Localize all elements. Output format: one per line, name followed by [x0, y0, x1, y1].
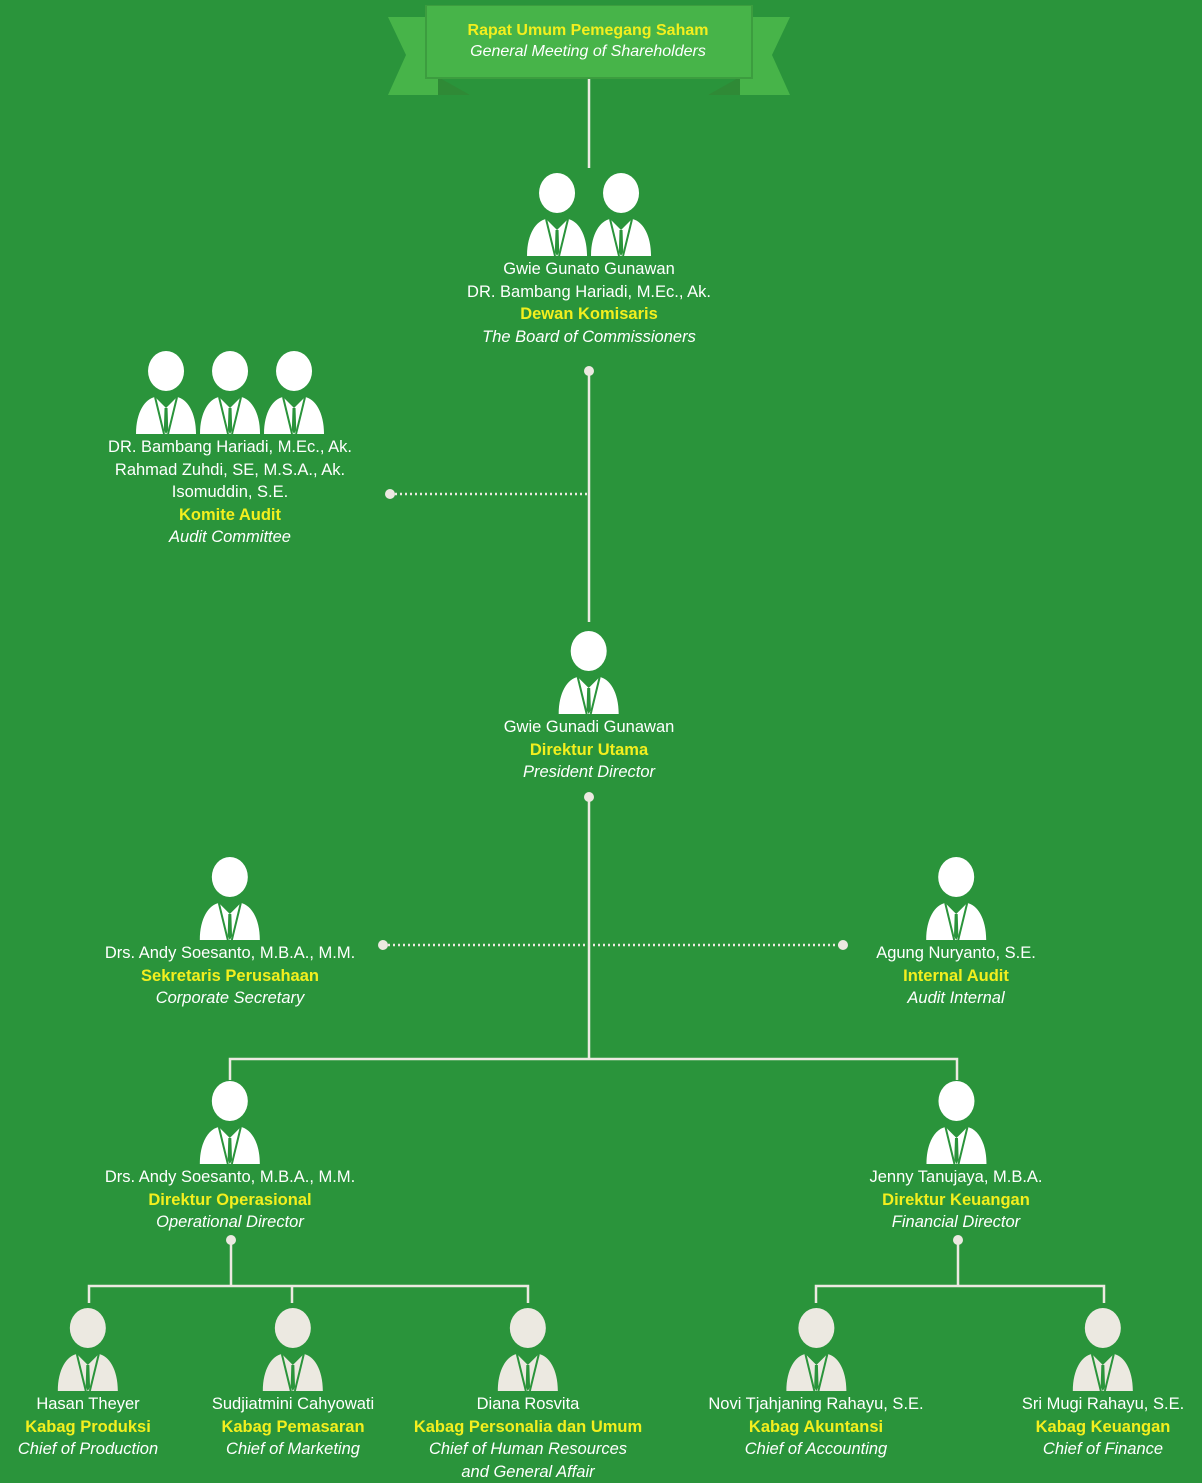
financial-director-name: Jenny Tanujaya, M.B.A.: [869, 1166, 1042, 1189]
internal-audit-name: Agung Nuryanto, S.E.: [876, 942, 1036, 965]
operational-director-title: Direktur Operasional: [105, 1189, 355, 1212]
person-icon: [263, 350, 325, 434]
audit-committee-node: DR. Bambang Hariadi, M.Ec., Ak. Rahmad Z…: [108, 350, 352, 549]
connector-ops-branch: [89, 1286, 528, 1303]
internal-audit-title: Internal Audit: [876, 965, 1036, 988]
chief-production-title-en: Chief of Production: [18, 1438, 158, 1461]
internal-audit-node: Agung Nuryanto, S.E. Internal Audit Audi…: [876, 856, 1036, 1010]
person-icon: [57, 1307, 119, 1391]
person-icon: [590, 172, 652, 256]
president-director-name: Gwie Gunadi Gunawan: [504, 716, 675, 739]
rups-subtitle: General Meeting of Shareholders: [428, 41, 748, 62]
connector-dot: [838, 940, 848, 950]
audit-committee-title-en: Audit Committee: [108, 526, 352, 549]
audit-committee-member: Rahmad Zuhdi, SE, M.S.A., Ak.: [108, 459, 352, 482]
person-icon: [199, 1080, 261, 1164]
chief-accounting-name: Novi Tjahjaning Rahayu, S.E.: [708, 1393, 923, 1416]
chief-production-node: Hasan Theyer Kabag Produksi Chief of Pro…: [18, 1307, 158, 1461]
commissioner-name: DR. Bambang Hariadi, M.Ec., Ak.: [467, 281, 711, 304]
person-icon: [199, 350, 261, 434]
audit-committee-member: Isomuddin, S.E.: [108, 481, 352, 504]
president-director-node: Gwie Gunadi Gunawan Direktur Utama Presi…: [504, 630, 675, 784]
operational-director-name: Drs. Andy Soesanto, M.B.A., M.M.: [105, 1166, 355, 1189]
chief-hr-title-en-line2: and General Affair: [414, 1461, 642, 1483]
operational-director-title-en: Operational Director: [105, 1211, 355, 1234]
president-director-title-en: President Director: [504, 761, 675, 784]
chief-hr-title-en: Chief of Human Resources: [414, 1438, 642, 1461]
chief-finance-title: Kabag Keuangan: [1022, 1416, 1184, 1439]
chief-finance-node: Sri Mugi Rahayu, S.E. Kabag Keuangan Chi…: [1022, 1307, 1184, 1461]
corporate-secretary-name: Drs. Andy Soesanto, M.B.A., M.M.: [105, 942, 355, 965]
person-icon: [135, 350, 197, 434]
chief-hr-name: Diana Rosvita: [414, 1393, 642, 1416]
person-icon: [785, 1307, 847, 1391]
person-icon: [497, 1307, 559, 1391]
person-icon: [1072, 1307, 1134, 1391]
commissioner-name: Gwie Gunato Gunawan: [467, 258, 711, 281]
person-icon: [925, 1080, 987, 1164]
commissioners-title: Dewan Komisaris: [467, 303, 711, 326]
chief-marketing-node: Sudjiatmini Cahyowati Kabag Pemasaran Ch…: [212, 1307, 374, 1461]
operational-director-node: Drs. Andy Soesanto, M.B.A., M.M. Direktu…: [105, 1080, 355, 1234]
audit-committee-member: DR. Bambang Hariadi, M.Ec., Ak.: [108, 436, 352, 459]
chief-marketing-title-en: Chief of Marketing: [212, 1438, 374, 1461]
connector-dot: [378, 940, 388, 950]
chief-finance-title-en: Chief of Finance: [1022, 1438, 1184, 1461]
person-icon: [262, 1307, 324, 1391]
chief-marketing-name: Sudjiatmini Cahyowati: [212, 1393, 374, 1416]
person-icon: [558, 630, 620, 714]
chief-accounting-title-en: Chief of Accounting: [708, 1438, 923, 1461]
rups-title: Rapat Umum Pemegang Saham: [428, 20, 748, 41]
internal-audit-title-en: Audit Internal: [876, 987, 1036, 1010]
person-icon: [526, 172, 588, 256]
chief-marketing-title: Kabag Pemasaran: [212, 1416, 374, 1439]
chief-hr-title: Kabag Personalia dan Umum: [414, 1416, 642, 1439]
chief-finance-name: Sri Mugi Rahayu, S.E.: [1022, 1393, 1184, 1416]
chief-hr-node: Diana Rosvita Kabag Personalia dan Umum …: [414, 1307, 642, 1483]
commissioners-title-en: The Board of Commissioners: [467, 326, 711, 349]
connector-dot: [953, 1235, 963, 1245]
person-icon: [199, 856, 261, 940]
connector-fin-branch: [816, 1286, 1104, 1303]
chief-accounting-title: Kabag Akuntansi: [708, 1416, 923, 1439]
connector-dot: [584, 792, 594, 802]
commissioners-node: Gwie Gunato Gunawan DR. Bambang Hariadi,…: [467, 172, 711, 348]
connector-directors-branch: [230, 1059, 957, 1080]
rups-label: Rapat Umum Pemegang Saham General Meetin…: [428, 20, 748, 62]
connector-dot: [385, 489, 395, 499]
chief-production-title: Kabag Produksi: [18, 1416, 158, 1439]
connector-dot: [584, 366, 594, 376]
corporate-secretary-title-en: Corporate Secretary: [105, 987, 355, 1010]
audit-committee-title: Komite Audit: [108, 504, 352, 527]
chief-production-name: Hasan Theyer: [18, 1393, 158, 1416]
corporate-secretary-title: Sekretaris Perusahaan: [105, 965, 355, 988]
person-icon: [925, 856, 987, 940]
corporate-secretary-node: Drs. Andy Soesanto, M.B.A., M.M. Sekreta…: [105, 856, 355, 1010]
financial-director-node: Jenny Tanujaya, M.B.A. Direktur Keuangan…: [869, 1080, 1042, 1234]
chief-accounting-node: Novi Tjahjaning Rahayu, S.E. Kabag Akunt…: [708, 1307, 923, 1461]
connector-dot: [226, 1235, 236, 1245]
president-director-title: Direktur Utama: [504, 739, 675, 762]
financial-director-title: Direktur Keuangan: [869, 1189, 1042, 1212]
financial-director-title-en: Financial Director: [869, 1211, 1042, 1234]
